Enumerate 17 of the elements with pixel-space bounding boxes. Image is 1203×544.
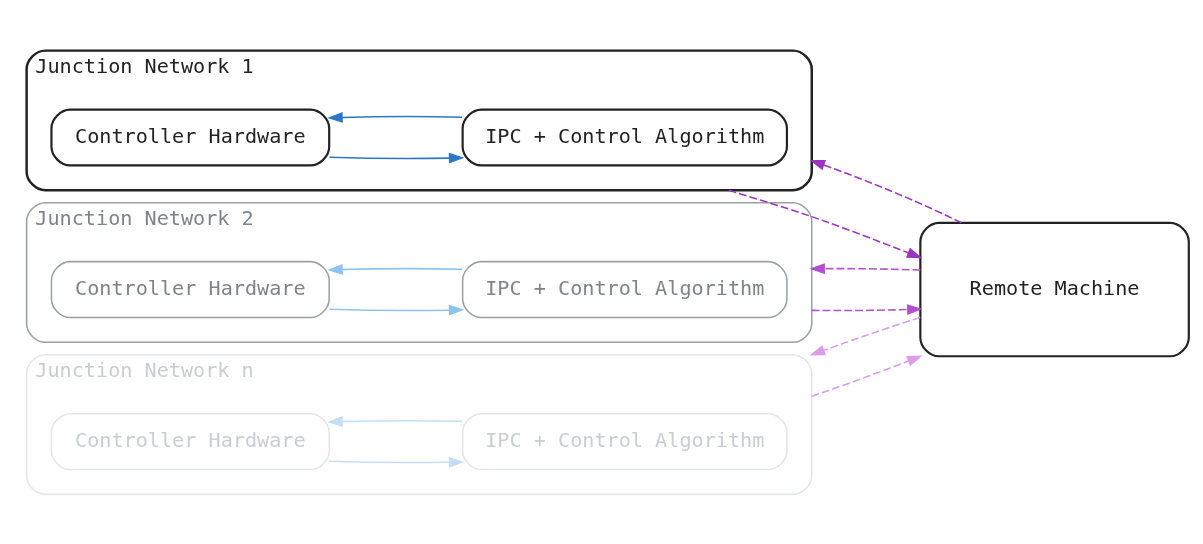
arrow xyxy=(328,304,465,316)
arrow xyxy=(328,152,465,164)
node-box: Remote Machine xyxy=(919,221,1190,357)
node-box: Controller Hardware xyxy=(50,108,331,167)
arrow xyxy=(809,262,922,274)
node-box: Controller Hardware xyxy=(50,260,330,318)
node-box: IPC + Control Algorithm xyxy=(461,260,788,318)
arrow xyxy=(810,303,923,315)
arrow xyxy=(809,159,963,223)
arrow xyxy=(809,316,921,356)
node-box: IPC + Control Algorithm xyxy=(461,108,788,167)
arrow xyxy=(728,189,923,258)
arrow xyxy=(810,355,923,397)
arrow xyxy=(327,263,463,275)
arrow xyxy=(327,111,463,123)
arrow xyxy=(328,456,465,468)
arrow xyxy=(327,415,463,427)
